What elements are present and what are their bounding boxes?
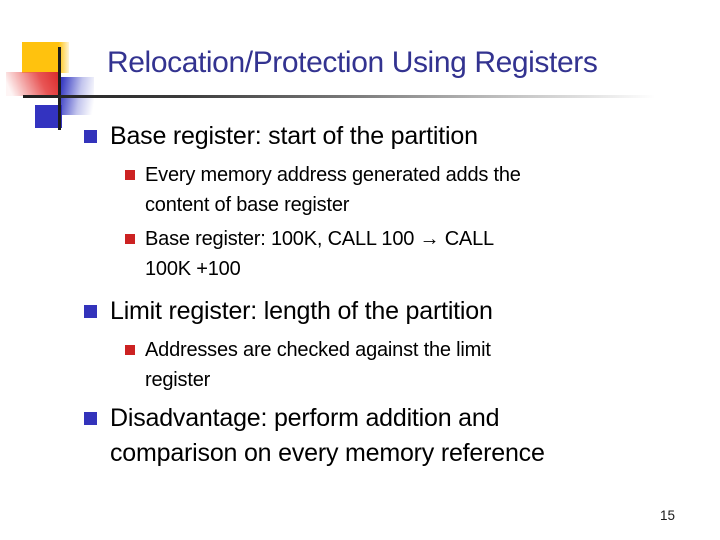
accent-square-blue bbox=[35, 105, 62, 128]
slide-body: Base register: start of the partition Ev… bbox=[84, 119, 684, 471]
page-number: 15 bbox=[660, 508, 676, 523]
square-bullet-icon bbox=[84, 305, 97, 318]
title-divider-line bbox=[23, 95, 668, 98]
list-item: Disadvantage: perform addition and compa… bbox=[84, 401, 684, 471]
accent-square-red bbox=[6, 72, 60, 96]
list-item-text: Base register: start of the partition bbox=[110, 122, 478, 150]
square-bullet-icon bbox=[84, 412, 97, 425]
list-subitem: Addresses are checked against the limit … bbox=[84, 335, 684, 395]
accent-square-yellow bbox=[22, 42, 69, 73]
decorative-vertical-line bbox=[58, 47, 61, 130]
list-subitem: Every memory address generated adds the … bbox=[84, 160, 684, 220]
square-bullet-icon bbox=[125, 170, 135, 180]
square-bullet-icon bbox=[84, 130, 97, 143]
list-item-text: Disadvantage: perform addition and compa… bbox=[110, 404, 545, 467]
square-bullet-icon bbox=[125, 345, 135, 355]
list-item: Limit register: length of the partition bbox=[84, 294, 684, 329]
list-subitem: Base register: 100K, CALL 100 → CALL 100… bbox=[84, 224, 684, 284]
list-item: Base register: start of the partition bbox=[84, 119, 684, 154]
list-subitem-text: Every memory address generated adds the … bbox=[145, 164, 521, 216]
list-subitem-text: Base register: 100K, CALL 100 → CALL 100… bbox=[145, 228, 494, 280]
list-subitem-text: Addresses are checked against the limit … bbox=[145, 339, 491, 391]
list-item-text: Limit register: length of the partition bbox=[110, 297, 493, 325]
page-title: Relocation/Protection Using Registers bbox=[107, 46, 598, 79]
square-bullet-icon bbox=[125, 234, 135, 244]
